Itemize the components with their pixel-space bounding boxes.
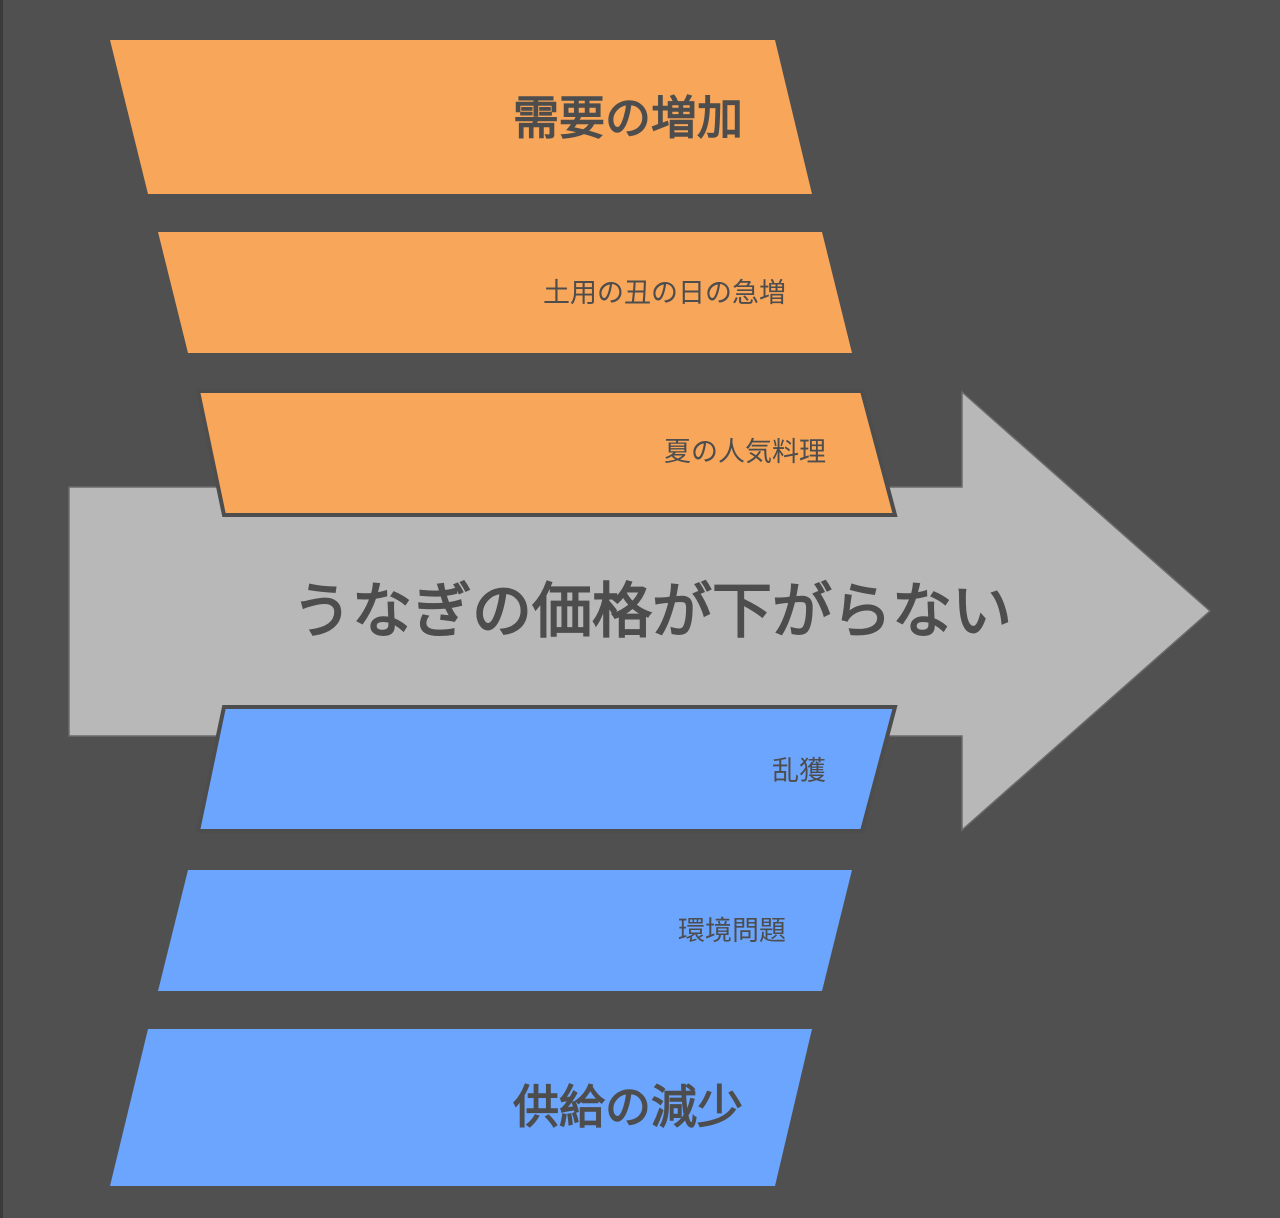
demand-item-label: 夏の人気料理 [664, 437, 826, 468]
demand-heading-shape [110, 40, 812, 194]
demand-item-shape [195, 389, 898, 517]
demand-heading: 需要の増加 [513, 91, 743, 145]
supply-item-shape [158, 870, 852, 991]
left-border [0, 0, 3, 1218]
supply-item-label: 環境問題 [678, 916, 786, 947]
supply-item-label: 乱獲 [772, 756, 826, 787]
supply-heading-shape [110, 1029, 812, 1186]
main-arrow-label: うなぎの価格が下がらない [292, 577, 1012, 647]
demand-item-shape [158, 232, 852, 353]
supply-heading: 供給の減少 [513, 1080, 743, 1134]
demand-item-label: 土用の丑の日の急増 [543, 278, 786, 309]
supply-item-shape [195, 705, 898, 833]
